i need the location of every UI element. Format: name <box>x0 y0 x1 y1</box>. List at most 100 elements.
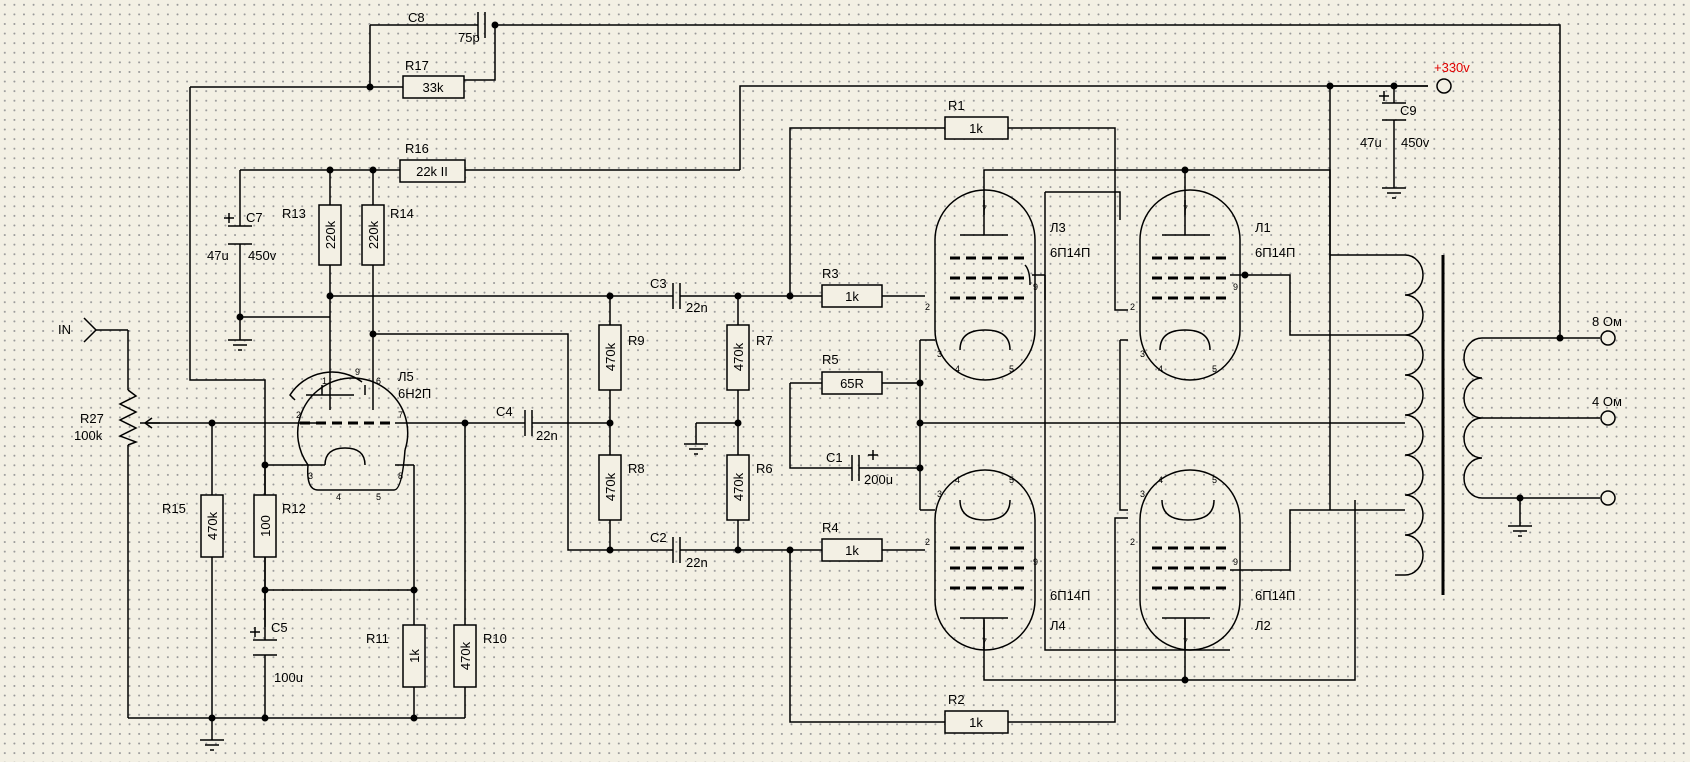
capacitor-c1: C1 200u <box>826 450 893 487</box>
l3-pin-9: 9 <box>1033 282 1038 292</box>
l3-pin-7: 7 <box>982 204 987 214</box>
resistor-r17: 33k R17 <box>402 58 465 99</box>
r9-ref: R9 <box>628 333 645 348</box>
c1-ref: C1 <box>826 450 843 465</box>
l5-pin-2: 2 <box>296 410 301 420</box>
r17-value: 33k <box>423 80 444 95</box>
l5-pin-8: 8 <box>398 471 403 481</box>
l4-pin-4: 4 <box>955 475 960 485</box>
l5-pin-6: 6 <box>376 376 381 386</box>
r9-value: 470k <box>603 342 618 371</box>
l5-pin-1: 1 <box>322 376 327 386</box>
l4-pin-9: 9 <box>1033 557 1038 567</box>
r2-ref: R2 <box>948 692 965 707</box>
l3-pin-5: 5 <box>1009 364 1014 374</box>
r1-ref: R1 <box>948 98 965 113</box>
out-8-ohm-label: 8 Ом <box>1592 314 1622 329</box>
r16-ref: R16 <box>405 141 429 156</box>
c5-value: 100u <box>274 670 303 685</box>
r5-value: 65R <box>840 376 864 391</box>
l5-type: 6Н2П <box>398 386 431 401</box>
r2-value: 1k <box>969 715 983 730</box>
l5-pin-4: 4 <box>336 492 341 502</box>
resistor-r5: 65R R5 <box>821 352 883 395</box>
l5-pin-7: 7 <box>398 410 403 420</box>
resistor-r4: 1k R4 <box>821 520 883 562</box>
c7-value1: 47u <box>207 248 229 263</box>
l4-pin-7: 7 <box>982 637 987 647</box>
r3-ref: R3 <box>822 266 839 281</box>
capacitor-c4: C4 22n <box>496 404 558 443</box>
r11-value: 1k <box>407 649 422 663</box>
r16-value: 22k II <box>416 164 448 179</box>
c9-value2: 450v <box>1401 135 1430 150</box>
l2-pin-3: 3 <box>1140 489 1145 499</box>
resistor-r11: 1k R11 <box>366 624 426 688</box>
resistor-r3: 1k R3 <box>821 266 883 308</box>
r27-value: 100k <box>74 428 103 443</box>
r10-ref: R10 <box>483 631 507 646</box>
l4-pin-2: 2 <box>925 537 930 547</box>
l4-ref: Л4 <box>1050 618 1066 633</box>
r13-ref: R13 <box>282 206 306 221</box>
l2-pin-9: 9 <box>1233 557 1238 567</box>
c9-value1: 47u <box>1360 135 1382 150</box>
r4-value: 1k <box>845 543 859 558</box>
l1-pin-4: 4 <box>1158 364 1163 374</box>
input-label: IN <box>58 322 71 337</box>
c4-value: 22n <box>536 428 558 443</box>
l2-pin-2: 2 <box>1130 537 1135 547</box>
l3-type: 6П14П <box>1050 245 1090 260</box>
r10-value: 470k <box>458 641 473 670</box>
r4-ref: R4 <box>822 520 839 535</box>
r13-value: 220k <box>323 220 338 249</box>
resistor-r14: 220k R14 <box>361 204 414 266</box>
l2-pin-7: 7 <box>1183 637 1188 647</box>
potentiometer-r27: R27 100k <box>74 389 160 446</box>
c1-value: 200u <box>864 472 893 487</box>
l5-pin-5: 5 <box>376 492 381 502</box>
c7-value2: 450v <box>248 248 277 263</box>
c8-ref: C8 <box>408 10 425 25</box>
l2-pin-4: 4 <box>1158 475 1163 485</box>
l2-pin-5: 5 <box>1212 475 1217 485</box>
r11-ref: R11 <box>366 631 389 646</box>
capacitor-c8: C8 75p <box>408 10 486 45</box>
l1-ref: Л1 <box>1255 220 1271 235</box>
r7-ref: R7 <box>756 333 773 348</box>
c8-value: 75p <box>458 30 480 45</box>
r6-ref: R6 <box>756 461 773 476</box>
c3-value: 22n <box>686 300 708 315</box>
resistor-r8: 470k R8 <box>598 454 645 521</box>
resistor-r7: 470k R7 <box>726 324 773 391</box>
l5-pin-3: 3 <box>308 471 313 481</box>
junction-dots <box>208 21 1564 722</box>
r12-ref: R12 <box>282 501 306 516</box>
l2-type: 6П14П <box>1255 588 1295 603</box>
l1-pin-3: 3 <box>1140 349 1145 359</box>
resistor-r6: 470k R6 <box>726 454 773 521</box>
r12-value: 100 <box>258 515 273 537</box>
c5-ref: C5 <box>271 620 288 635</box>
tube-l1: Л1 6П14П 7 9 2 3 4 5 <box>1130 189 1295 381</box>
tube-l2: 6П14П Л2 4 5 3 2 9 7 <box>1130 469 1295 651</box>
tube-l4: 6П14П Л4 4 5 3 2 9 7 <box>925 469 1090 651</box>
capacitor-c7: C7 47u 450v <box>207 210 277 263</box>
capacitor-c2: C2 22n <box>650 530 708 570</box>
l1-pin-5: 5 <box>1212 364 1217 374</box>
c3-ref: C3 <box>650 276 667 291</box>
resistor-r1: 1k R1 <box>944 98 1009 140</box>
r6-value: 470k <box>731 472 746 501</box>
l1-pin-7: 7 <box>1183 204 1188 214</box>
l3-pin-4: 4 <box>955 364 960 374</box>
wires <box>96 24 1600 740</box>
capacitor-c3: C3 22n <box>650 276 708 315</box>
l4-pin-3: 3 <box>937 489 942 499</box>
r14-ref: R14 <box>390 206 414 221</box>
r1-value: 1k <box>969 121 983 136</box>
c4-ref: C4 <box>496 404 513 419</box>
capacitor-c9: C9 47u 450v <box>1360 91 1430 150</box>
r3-value: 1k <box>845 289 859 304</box>
r8-value: 470k <box>603 472 618 501</box>
r8-ref: R8 <box>628 461 645 476</box>
